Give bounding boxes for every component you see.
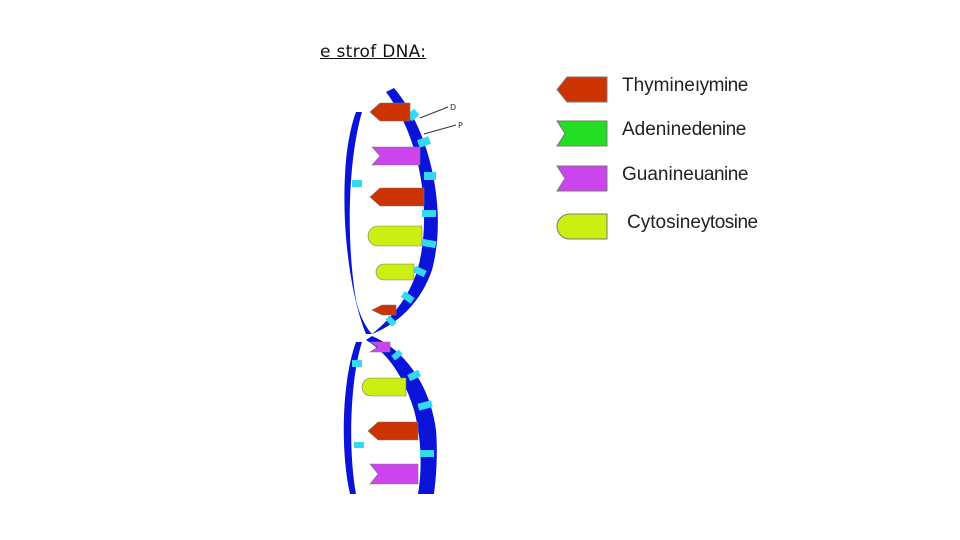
base-thymine xyxy=(368,422,418,440)
legend-cytosine-swatch xyxy=(557,214,607,239)
base-cytosine xyxy=(368,226,422,246)
legend-cytosine-label: Cytosineytosine xyxy=(627,212,758,234)
legend-guanine-swatch xyxy=(557,166,607,191)
legend-name: Adenine xyxy=(622,119,692,140)
legend-guanine-label: Guanineuanine xyxy=(622,164,748,186)
base-thymine xyxy=(370,103,410,121)
pointer-line-p xyxy=(424,125,456,134)
pointer-line-d xyxy=(420,107,448,118)
legend-name-ghost: denine xyxy=(692,119,746,140)
legend-adenine-swatch xyxy=(557,121,607,146)
base-guanine xyxy=(372,147,420,165)
base-guanine xyxy=(370,342,390,352)
legend-name-ghost: ytosine xyxy=(701,212,758,233)
legend-name: Thymine xyxy=(622,75,695,96)
strand-label-p: P xyxy=(458,121,463,130)
strand-label-d: D xyxy=(450,103,456,112)
base-guanine xyxy=(370,464,418,484)
legend-thymine-swatch xyxy=(557,77,607,102)
base-thymine xyxy=(372,305,396,315)
upper-left-backbone xyxy=(344,112,372,334)
legend-name: Cytosine xyxy=(627,212,701,233)
legend-name-ghost: ıymine xyxy=(695,75,748,96)
base-thymine xyxy=(370,188,424,206)
base-cytosine xyxy=(376,264,414,280)
legend-name: Guanine xyxy=(622,164,694,185)
legend-thymine-label: Thymineıymine xyxy=(622,75,748,97)
legend-name-ghost: uanine xyxy=(694,164,748,185)
legend-adenine-label: Adeninedenine xyxy=(622,119,746,141)
base-cytosine xyxy=(362,378,406,396)
